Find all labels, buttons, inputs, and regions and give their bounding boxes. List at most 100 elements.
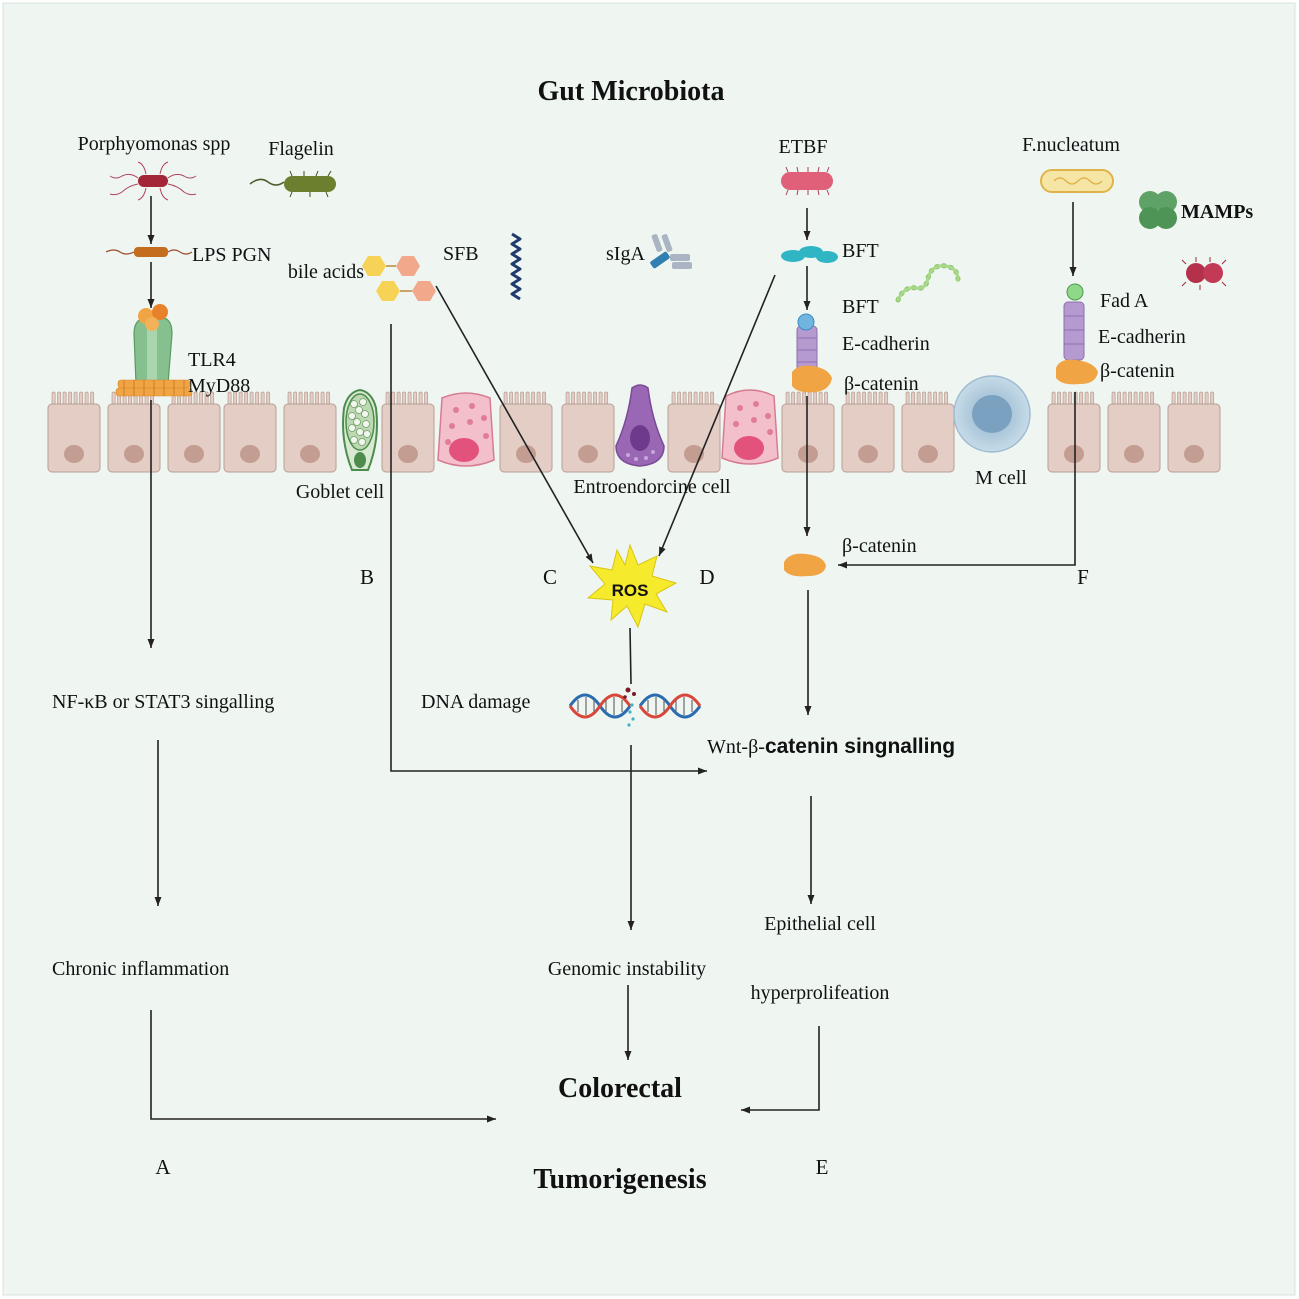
- epithelial-cell: [381, 391, 435, 473]
- m-cell-label: M cell: [975, 467, 1027, 489]
- sfb-label: SFB: [443, 243, 479, 265]
- outcome-colorectal: Colorectal: [558, 1073, 682, 1104]
- cell-nucleus: [578, 445, 598, 463]
- ecadherin-receptor-etbf: [792, 313, 832, 393]
- cell-nucleus: [798, 445, 818, 463]
- enteroendocrine-cell: [615, 384, 665, 467]
- arrow-bile-acids-to-ros: [435, 285, 594, 564]
- porphyromonas-label: Porphyomonas spp: [78, 133, 231, 155]
- arrow-bft-to-ros: [658, 274, 776, 557]
- tlr4-label: TLR4: [188, 349, 236, 371]
- chronic-inflammation-label: Chronic inflammation: [52, 958, 229, 980]
- beta-catenin-label-1: β-catenin: [844, 373, 919, 395]
- free-beta-catenin: [784, 553, 826, 577]
- flagelin-bacterium: [249, 170, 336, 198]
- paneth-cell-right: [721, 389, 779, 465]
- cell-nucleus: [300, 445, 320, 463]
- mamps-label: MAMPs: [1181, 201, 1253, 223]
- etbf-bacterium: [781, 166, 833, 196]
- wnt-signalling-label: Wnt-β-catenin singnalling: [707, 735, 955, 758]
- wnt-suffix: catenin singnalling: [765, 735, 955, 758]
- green-filament-body: [896, 264, 960, 302]
- paneth-cell-left: [437, 392, 495, 467]
- epithelial-cell: [841, 391, 895, 473]
- wnt-prefix: Wnt-β-: [707, 736, 765, 758]
- epithelial-cell: [47, 391, 101, 473]
- ecadherin-receptor-fada: [1056, 283, 1098, 385]
- ecadherin-label-2: E-cadherin: [1098, 326, 1186, 348]
- flagelin-label: Flagelin: [268, 138, 334, 160]
- epithelial-cell: [167, 391, 221, 473]
- cell-nucleus: [1124, 445, 1144, 463]
- beta-catenin-label-2: β-catenin: [1100, 360, 1175, 382]
- line-ros-to-dna: [629, 627, 632, 685]
- cell-nucleus: [516, 445, 536, 463]
- goblet-cell: [342, 388, 378, 471]
- route-letter-a: A: [155, 1155, 171, 1179]
- arrow-bile-acids-to-wnt: [390, 324, 707, 775]
- mamps-cluster: [1139, 191, 1177, 229]
- epithelial-cell: [1107, 391, 1161, 473]
- fnucleatum-bacterium: [1040, 169, 1114, 193]
- tlr4-myd88-receptor: [115, 304, 193, 397]
- bile-acids-molecules: [362, 256, 436, 301]
- bft-label-2: BFT: [842, 296, 879, 318]
- epithelial-cell: [667, 391, 721, 473]
- ros-burst: [586, 543, 678, 629]
- arrow-inflammation-to-crc: [150, 1010, 496, 1123]
- bft-toxin: [781, 246, 838, 263]
- goblet-cell-label: Goblet cell: [296, 481, 385, 503]
- epithelial-cell: [283, 391, 337, 473]
- epithelial-cell: [223, 391, 277, 473]
- cell-nucleus: [240, 445, 260, 463]
- bft-label-1: BFT: [842, 240, 879, 262]
- red-diplococcus: [1181, 257, 1227, 290]
- epithelial-cell: [781, 391, 835, 473]
- etbf-label: ETBF: [779, 136, 828, 158]
- cell-nucleus: [398, 445, 418, 463]
- route-letter-e: E: [816, 1155, 829, 1179]
- fnucleatum-label: F.nucleatum: [1022, 134, 1120, 156]
- epithelial-cell: [1167, 391, 1221, 473]
- fada-label: Fad A: [1100, 290, 1149, 312]
- route-letter-c: C: [543, 565, 557, 589]
- cell-nucleus: [918, 445, 938, 463]
- ecadherin-label-1: E-cadherin: [842, 333, 930, 355]
- dna-helix-icon: [568, 687, 702, 727]
- cell-nucleus: [858, 445, 878, 463]
- bile-acids-label: bile acids: [288, 261, 364, 283]
- route-letter-f: F: [1077, 565, 1089, 589]
- genomic-instability-label: Genomic instability: [548, 958, 706, 980]
- m-cell: [953, 375, 1031, 453]
- sfb-bacterium: [510, 232, 522, 301]
- epithelial-cell: [901, 391, 955, 473]
- hyperproliferation-label: hyperprolifeation: [751, 982, 890, 1004]
- ros-label: ROS: [612, 581, 649, 600]
- outcome-tumorigenesis: Tumorigenesis: [533, 1164, 706, 1195]
- diagram-title: Gut Microbiota: [538, 76, 725, 107]
- route-letter-b: B: [360, 565, 374, 589]
- route-letter-d: D: [699, 565, 714, 589]
- myd88-label: MyD88: [188, 375, 250, 397]
- enteroendocrine-cell-label: Entroendorcine cell: [573, 476, 731, 498]
- epithelial-cell: [107, 391, 161, 473]
- nfkb-stat3-label: NF-κB or STAT3 singalling: [52, 691, 274, 713]
- dna-damage-label: DNA damage: [421, 691, 531, 713]
- cell-nucleus: [1064, 445, 1084, 463]
- cell-nucleus: [1184, 445, 1204, 463]
- cell-nucleus: [64, 445, 84, 463]
- lps-pgn-label: LPS PGN: [192, 244, 271, 266]
- lps-pgn-molecule: [105, 247, 193, 257]
- cell-nucleus: [124, 445, 144, 463]
- cell-nucleus: [184, 445, 204, 463]
- beta-catenin-free-label: β-catenin: [842, 535, 917, 557]
- epithelial-cell-label: Epithelial cell: [764, 913, 876, 935]
- siga-antibody: [650, 234, 692, 269]
- arrow-fada-to-catenin: [838, 392, 1076, 569]
- epithelial-cell: [1047, 391, 1101, 473]
- porphyromonas-bacterium: [109, 161, 197, 201]
- epithelial-cell: [561, 391, 615, 473]
